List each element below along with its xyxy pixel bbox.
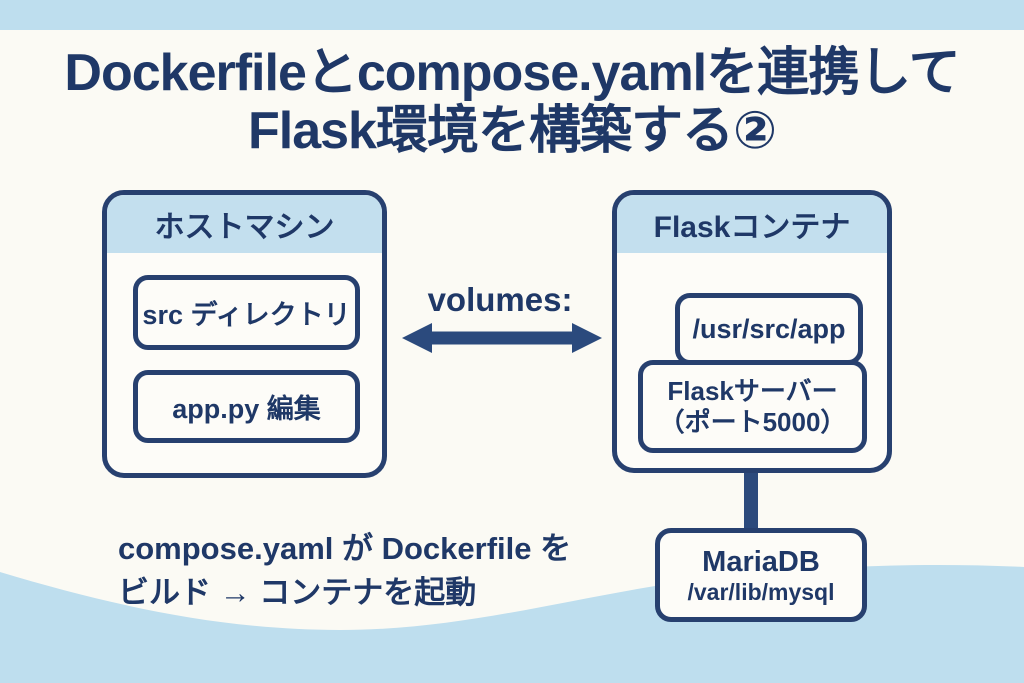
page-title-line1: Dockerfileとcompose.yamlを連携して: [64, 44, 960, 102]
src-directory-label: src ディレクトリ: [142, 300, 351, 330]
mount-path-label: /usr/src/app: [692, 313, 846, 344]
bidirectional-arrow-icon: [402, 323, 602, 353]
src-directory-box: src ディレクトリ: [133, 275, 360, 350]
flask-container-box: Flaskコンテナ /usr/src/app Flaskサーバー （ポート500…: [612, 190, 892, 473]
flask-server-box: Flaskサーバー （ポート5000）: [638, 360, 867, 453]
host-machine-header: ホストマシン: [107, 195, 382, 253]
mariadb-path: /var/lib/mysql: [687, 578, 835, 605]
apppy-edit-box: app.py 編集: [133, 370, 360, 443]
build-note-line2: ビルド → コンテナを起動: [118, 575, 477, 610]
host-machine-box: ホストマシン src ディレクトリ app.py 編集: [102, 190, 387, 478]
build-note: compose.yaml が Dockerfile を ビルド → コンテナを起…: [118, 527, 571, 615]
flask-server-label-line2: （ポート5000）: [658, 406, 847, 437]
page-title: Dockerfileとcompose.yamlを連携して Flask環境を構築す…: [0, 44, 1024, 160]
build-note-line1: compose.yaml が Dockerfile を: [118, 531, 572, 566]
apppy-edit-label: app.py 編集: [172, 394, 321, 424]
mariadb-title: MariaDB: [702, 545, 820, 578]
flask-container-header: Flaskコンテナ: [617, 195, 887, 253]
volumes-label: volumes:: [427, 281, 573, 318]
flask-server-label-line1: Flaskサーバー: [667, 375, 838, 406]
mount-path-box: /usr/src/app: [675, 293, 863, 365]
mariadb-box: MariaDB /var/lib/mysql: [655, 528, 867, 622]
top-band: [0, 0, 1024, 30]
page-title-line2: Flask環境を構築する②: [248, 102, 777, 160]
db-connector-line: [744, 468, 758, 534]
